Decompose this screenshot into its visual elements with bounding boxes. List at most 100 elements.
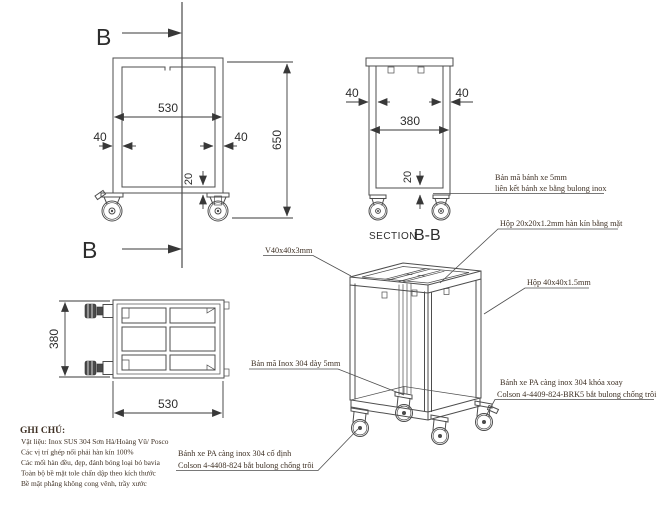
section-arrow-icon bbox=[168, 28, 182, 38]
side-cleat-right bbox=[417, 66, 425, 74]
iso-bottom-rails-back bbox=[350, 386, 481, 401]
front-frame-inner bbox=[121, 66, 216, 188]
svg-text:Bánh xe PA càng inox 304 khóa: Bánh xe PA càng inox 304 khóa xoay bbox=[500, 378, 624, 387]
leader-line bbox=[249, 368, 405, 396]
side-cleat-left bbox=[387, 66, 395, 74]
brake-lever-icon bbox=[486, 404, 500, 415]
svg-text:40: 40 bbox=[234, 130, 248, 144]
section-marker-letter: B bbox=[82, 237, 97, 263]
dim-side-offset-right: 40 bbox=[429, 86, 473, 106]
leader-line bbox=[483, 287, 589, 315]
dim-front-caster-gap: 20 bbox=[183, 171, 207, 209]
leader-line bbox=[263, 255, 352, 277]
caster-top-icon bbox=[84, 303, 114, 319]
plan-frame-inner bbox=[116, 303, 221, 375]
caster-swivel-brake-icon bbox=[100, 192, 124, 222]
svg-text:40: 40 bbox=[93, 130, 107, 144]
corner-gusset-mark bbox=[206, 364, 215, 371]
dim-plan-width: 530 bbox=[112, 381, 224, 418]
section-marker-b-top: B bbox=[96, 24, 182, 50]
section-marker-b-bottom: B bbox=[82, 237, 182, 263]
edge-tab bbox=[223, 301, 230, 310]
caster-swivel-icon bbox=[431, 194, 451, 221]
plan-frame-outer bbox=[112, 299, 225, 379]
note-line: Các mối hàn đều, đẹp, đánh bóng loại bỏ … bbox=[21, 458, 161, 467]
iso-posts-middle bbox=[398, 283, 412, 396]
svg-text:650: 650 bbox=[270, 130, 284, 150]
notes-title: GHI CHÚ: bbox=[20, 424, 65, 436]
iso-top-crossbars bbox=[384, 268, 445, 283]
callout-box20: Hộp 20x20x1.2mm hàn kín bằng mặt bbox=[439, 219, 623, 284]
iso-post-right bbox=[475, 278, 482, 399]
post-tab bbox=[381, 291, 388, 299]
side-top-plate bbox=[365, 57, 454, 67]
caster-top-icon bbox=[84, 360, 114, 376]
leader-line bbox=[176, 428, 359, 471]
plan-view: 380 530 bbox=[47, 299, 230, 418]
front-view: B B 530 40 40 bbox=[82, 2, 293, 268]
svg-text:530: 530 bbox=[158, 101, 178, 115]
svg-text:20: 20 bbox=[183, 173, 195, 185]
note-line: Vật liệu: Inox SUS 304 Sơn Hà/Hoàng Vũ/ … bbox=[21, 437, 169, 446]
callout-v-angle: V40x40x3mm bbox=[263, 246, 352, 277]
iso-post-left bbox=[349, 283, 356, 401]
caster-iso-icon bbox=[350, 406, 369, 437]
note-line: Bề mặt phẳng không cong vênh, trầy xước bbox=[21, 479, 147, 488]
dim-plan-depth: 380 bbox=[47, 300, 110, 378]
corner-gusset-mark bbox=[121, 307, 130, 319]
svg-text:40: 40 bbox=[455, 86, 469, 100]
svg-text:liên kết bánh xe bằng bulong i: liên kết bánh xe bằng bulong inox bbox=[495, 184, 606, 193]
svg-text:Bản mã bánh xe 5mm: Bản mã bánh xe 5mm bbox=[495, 173, 567, 182]
svg-text:V40x40x3mm: V40x40x3mm bbox=[265, 246, 313, 255]
callout-box40: Hộp 40x40x1.5mm bbox=[483, 278, 591, 315]
corner-gusset-mark bbox=[206, 307, 215, 314]
dim-front-offset-right: 40 bbox=[200, 130, 248, 150]
iso-post-front bbox=[424, 291, 432, 413]
svg-text:Hộp 40x40x1.5mm: Hộp 40x40x1.5mm bbox=[527, 278, 591, 287]
svg-text:Bánh xe PA càng inox 304 cố đị: Bánh xe PA càng inox 304 cố định bbox=[178, 449, 291, 458]
svg-text:380: 380 bbox=[400, 114, 420, 128]
iso-bottom-rails bbox=[350, 397, 481, 421]
iso-top-frame-inner bbox=[361, 266, 470, 284]
dim-front-offset-left: 40 bbox=[93, 130, 136, 150]
callout-inox-gusset: Bản mã Inox 304 dày 5mm bbox=[249, 359, 405, 396]
caster-iso-icon bbox=[430, 414, 449, 445]
svg-text:Bản mã Inox 304 dày 5mm: Bản mã Inox 304 dày 5mm bbox=[251, 359, 341, 368]
svg-text:380: 380 bbox=[47, 329, 61, 349]
section-title-prefix: SECTION bbox=[369, 231, 417, 242]
leader-line bbox=[485, 399, 654, 417]
corner-gusset-mark bbox=[121, 359, 130, 371]
dim-side-width: 380 bbox=[370, 114, 449, 134]
note-line: Toàn bộ bề mặt tole chấn dập theo kích t… bbox=[21, 469, 157, 478]
dim-front-height: 650 bbox=[227, 61, 293, 219]
section-arrow-icon bbox=[168, 244, 182, 254]
callout-wheel-swivel: Bánh xe PA càng inox 304 khóa xoay Colso… bbox=[485, 378, 657, 417]
svg-text:Colson 4-4408-824 bắt bulong c: Colson 4-4408-824 bắt bulong chống trôi bbox=[178, 461, 314, 470]
svg-text:Colson 4-4409-824-BRK5 bắt bul: Colson 4-4409-824-BRK5 bắt bulong chống … bbox=[497, 390, 657, 399]
section-marker-letter: B bbox=[96, 24, 111, 50]
post-tab bbox=[411, 289, 418, 297]
section-title-name: B-B bbox=[414, 227, 441, 244]
note-line: Các vị trí ghép nối phải hàn kín 100% bbox=[21, 448, 133, 457]
section-bb-view: 40 40 380 20 SECTION B-B bbox=[345, 57, 473, 244]
caster-iso-icon bbox=[394, 391, 413, 422]
callout-wheel-fixed: Bánh xe PA càng inox 304 cố định Colson … bbox=[176, 428, 359, 471]
dim-side-offset-left: 40 bbox=[345, 86, 390, 106]
post-tab bbox=[443, 288, 450, 295]
isometric-view bbox=[349, 262, 500, 445]
leader-line bbox=[439, 228, 618, 284]
dim-front-width: 530 bbox=[114, 101, 222, 121]
front-frame-outer bbox=[112, 57, 224, 194]
svg-text:20: 20 bbox=[402, 171, 414, 183]
caster-swivel-icon bbox=[206, 192, 230, 222]
notes-block: GHI CHÚ: Vật liệu: Inox SUS 304 Sơn Hà/H… bbox=[20, 424, 169, 488]
dim-side-caster-gap: 20 bbox=[402, 171, 424, 209]
svg-text:40: 40 bbox=[345, 86, 359, 100]
svg-text:Hộp 20x20x1.2mm hàn kín bằng m: Hộp 20x20x1.2mm hàn kín bằng mặt bbox=[500, 219, 623, 228]
section-title: SECTION B-B bbox=[369, 227, 441, 244]
svg-text:530: 530 bbox=[158, 397, 178, 411]
callout-wheel-gusset: Bản mã bánh xe 5mm liên kết bánh xe bằng… bbox=[433, 173, 606, 194]
brake-lever-icon bbox=[94, 189, 107, 201]
